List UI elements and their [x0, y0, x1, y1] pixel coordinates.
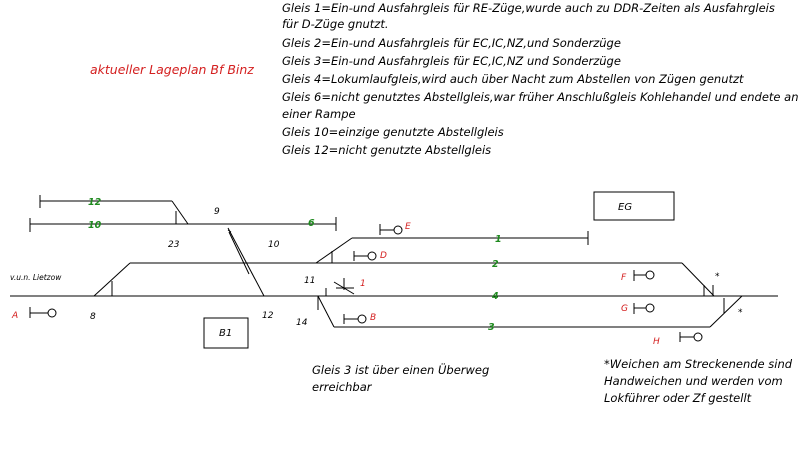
switch-9-diagonal-2	[228, 231, 250, 275]
point-23-label: 23	[168, 240, 180, 250]
note-line: Lokführer oder Zf gestellt	[604, 391, 752, 405]
signal-a-label: A	[11, 311, 18, 321]
building-b1-label: B1	[219, 328, 232, 339]
signal-b-label: B	[370, 313, 376, 323]
track-3-switch-right	[709, 295, 743, 328]
signal-d-head	[367, 251, 377, 261]
signal-e-head	[393, 225, 403, 235]
legend-line: Gleis 2=Ein-und Ausfahrgleis für EC,IC,N…	[282, 36, 621, 50]
point-10-label: 10	[268, 240, 280, 250]
point-11-label: 11	[304, 276, 315, 286]
point-9-label: 9	[214, 207, 220, 217]
star-mark: *	[738, 308, 743, 318]
signal-d-label: D	[380, 251, 387, 261]
signal-h-label: H	[653, 337, 660, 347]
legend-line: für D-Züge gnutzt.	[282, 17, 389, 31]
building-eg-label: EG	[618, 202, 632, 213]
legend-line: Gleis 10=einzige genutzte Abstellgleis	[282, 125, 504, 139]
signal-g-label: G	[621, 304, 628, 314]
track-lines	[10, 195, 778, 328]
direction-label: v.u.n. Lietzow	[10, 273, 62, 282]
legend-line: einer Rampe	[282, 107, 356, 121]
plan-title: aktueller Lageplan Bf Binz	[90, 62, 254, 77]
signal-labels: A E D B 1 F G H	[11, 222, 660, 347]
track-4-label: 4	[491, 291, 499, 302]
track-labels: 12 10 6 1 2 4 3	[88, 197, 502, 333]
track-12-label: 12	[88, 197, 102, 208]
switch-note: *Weichen am Streckenende sind Handweiche…	[604, 356, 792, 407]
star-mark: *	[715, 272, 720, 282]
legend-line: Gleis 3=Ein-und Ausfahrgleis für EC,IC,N…	[282, 54, 621, 68]
point-8-label: 8	[90, 312, 96, 322]
track-1-label: 1	[495, 234, 502, 245]
legend-line: Gleis 4=Lokumlaufgleis,wird auch über Na…	[282, 72, 744, 86]
note-line: Handweichen und werden vom	[604, 374, 783, 388]
legend-line: Gleis 6=nicht genutztes Abstellgleis,war…	[282, 90, 799, 104]
track-2-switch	[681, 262, 715, 297]
track-2-label: 2	[492, 259, 499, 270]
note-line: Gleis 3 ist über einen Überweg	[312, 363, 490, 377]
signal-a-head	[47, 308, 57, 318]
building-b1	[203, 317, 249, 349]
point-12-label: 12	[262, 311, 274, 321]
signal-f-head	[645, 270, 655, 280]
legend-line: Gleis 1=Ein-und Ausfahrgleis für RE-Züge…	[282, 1, 775, 15]
point-labels: 9 23 10 11 8 12 14 * *	[90, 207, 743, 328]
signal-f-label: F	[621, 273, 627, 283]
note-line: erreichbar	[312, 380, 372, 394]
track-3-switch-left	[317, 295, 335, 328]
track-1-switch	[315, 237, 353, 264]
switch-9-diagonal	[227, 227, 265, 297]
crossing-note: Gleis 3 ist über einen Überweg erreichba…	[312, 362, 489, 396]
note-line: *Weichen am Streckenende sind	[604, 357, 793, 371]
track-10-label: 10	[88, 220, 102, 231]
track-3-label: 3	[488, 322, 495, 333]
building-eg	[593, 191, 675, 221]
switch-8-diagonal	[93, 262, 131, 297]
signal-g-head	[645, 303, 655, 313]
signal-b-head	[357, 314, 367, 324]
legend-line: Gleis 12=nicht genutzte Abstellgleis	[282, 143, 492, 157]
point-14-label: 14	[296, 318, 308, 328]
track-12-switch	[171, 200, 189, 225]
signal-h-head	[693, 332, 703, 342]
signals	[29, 224, 703, 342]
switch-9-tick	[227, 229, 232, 233]
signal-1-label: 1	[360, 279, 366, 289]
signal-e-label: E	[405, 222, 411, 232]
track-6-label: 6	[308, 218, 315, 229]
